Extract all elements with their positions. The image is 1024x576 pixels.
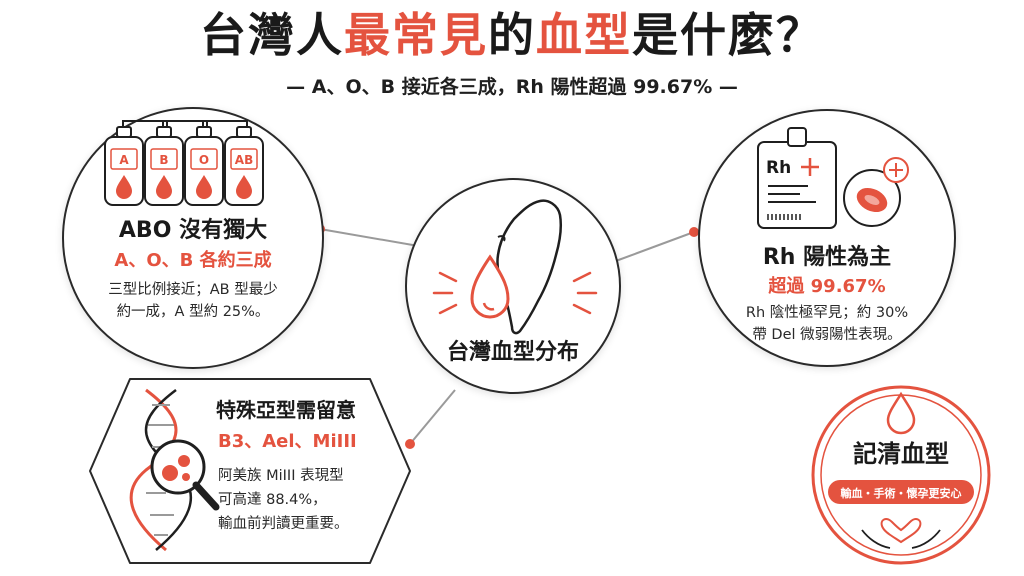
abo-highlight: A、O、B 各約三成: [114, 250, 272, 271]
connector-rh: [604, 231, 695, 266]
page-subtitle: — A、O、B 接近各三成，Rh 陽性超過 99.67% —: [286, 76, 738, 98]
title-segment: 台灣人: [200, 8, 344, 62]
title-segment: 是什麼？: [632, 8, 824, 62]
connector-abo: [319, 228, 431, 249]
title-accent-segment: 血型: [536, 8, 632, 62]
abo-heading: ABO 沒有獨大: [118, 218, 268, 243]
subtype-body-line2: 可高達 88.4%，: [218, 492, 327, 508]
rh-card-icon: [757, 127, 909, 229]
connector-dot-subtype: [405, 439, 415, 449]
bag-label-ab: AB: [234, 153, 254, 167]
stamp-seal: [811, 385, 991, 565]
abo-body-line1: 三型比例接近；AB 型最少: [108, 282, 278, 298]
rh-heading: Rh 陽性為主: [762, 245, 892, 270]
stamp-tagline: 輸血・手術・懷孕更安心: [840, 487, 962, 500]
abo-body-line2: 約一成，A 型約 25%。: [116, 304, 270, 320]
subtype-body-line3: 輸血前判讀更重要。: [218, 516, 349, 532]
page-title: 台灣人最常見的血型是什麼？: [0, 6, 1024, 64]
blood-bags-icon: [104, 120, 264, 206]
rh-card-label: Rh: [766, 158, 792, 178]
rh-highlight: 超過 99.67%: [768, 276, 886, 297]
subtype-heading: 特殊亞型需留意: [216, 398, 356, 422]
title-accent-segment: 最常見: [344, 8, 488, 62]
connector-subtype: [409, 389, 456, 445]
rh-body-line1: Rh 陰性極罕見；約 30%: [745, 305, 909, 321]
dna-magnifier-icon: [129, 388, 220, 552]
bag-label-a: A: [119, 153, 129, 167]
rh-body-line2: 帶 Del 微弱陽性表現。: [752, 327, 902, 343]
subtype-body-line1: 阿美族 MiIII 表現型: [218, 468, 344, 484]
hub-label: 台灣血型分布: [446, 340, 579, 365]
connector-dot-rh: [689, 227, 699, 237]
bag-label-o: O: [198, 153, 210, 167]
subtype-highlight: B3、Ael、MiIII: [218, 431, 357, 452]
title-segment: 的: [488, 8, 536, 62]
bag-label-b: B: [159, 153, 169, 167]
taiwan-map-icon: [432, 199, 598, 335]
stamp-heading: 記清血型: [853, 440, 949, 468]
